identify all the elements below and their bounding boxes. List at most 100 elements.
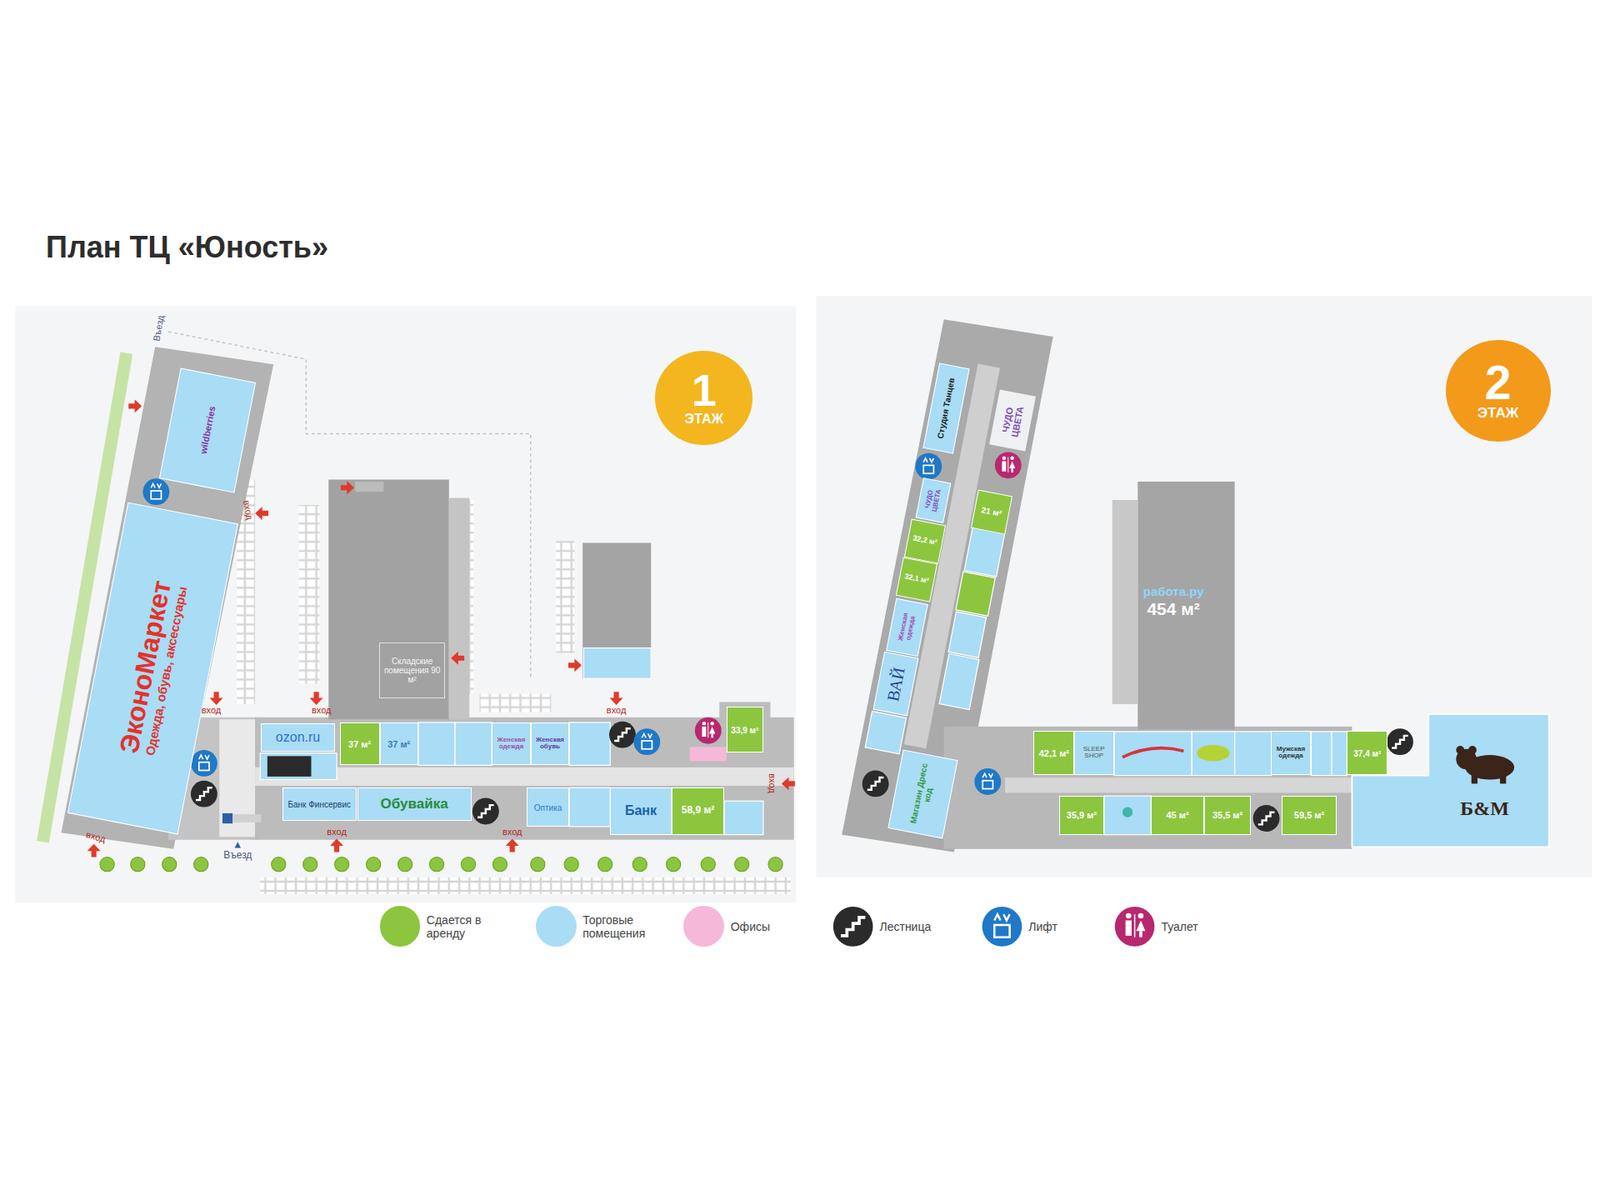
label-text: Б&М (1435, 797, 1533, 820)
label-text: 33,9 м² (729, 725, 761, 735)
label-text: ЧУДО ЦВЕТА (997, 393, 1027, 448)
label-text: 45 м² (1153, 810, 1202, 820)
store-box: Оптика (526, 787, 569, 827)
label-text: работа.ру (1129, 585, 1219, 600)
text-group: 2ЭТАЖ (1448, 360, 1549, 422)
legend-swatch (380, 905, 421, 947)
vacant-unit: 58,9 м² (671, 787, 725, 835)
entrance-label: вход (767, 774, 778, 795)
label-text: 32,2 м² (909, 534, 940, 549)
store-box: Женская одежда (491, 722, 531, 765)
text-group: wildberries (191, 376, 222, 485)
text-group: 33,9 м² (729, 725, 761, 735)
text-group: Женская одежда (895, 602, 919, 653)
legend-text: Сдается в аренду (426, 913, 487, 940)
floor-2-buildings (816, 295, 1593, 878)
text-group: ЧУДО ЦВЕТА (923, 480, 945, 520)
label-text: 37,4 м² (1349, 748, 1385, 758)
text-group: 35,5 м² (1206, 810, 1249, 820)
label-text: Студия Танцев (933, 367, 959, 450)
legend-text: Торговые помещения (582, 913, 651, 940)
text-group: Женская обувь (533, 736, 568, 752)
label-text: 58,9 м² (674, 805, 723, 817)
text-group: ЧУДО ЦВЕТА (997, 393, 1027, 448)
legend-text: Лестница (880, 920, 932, 934)
label-text: Банк (612, 804, 669, 820)
vacant-unit: 37,4 м² (1346, 730, 1388, 775)
label-text: ozon.ru (263, 730, 332, 746)
label-text: 37 м² (381, 739, 416, 750)
text-group: 32,1 м² (900, 572, 932, 587)
label-text: Складские помещения 90 м² (381, 656, 444, 685)
vacant-unit: 35,9 м² (1059, 795, 1105, 835)
text-group: 35,9 м² (1061, 810, 1102, 820)
legend-swatch (683, 905, 725, 947)
plan-title: План ТЦ «Юность» (45, 230, 329, 265)
text-group: 1ЭТАЖ (657, 369, 750, 427)
label-text: ВАЙ (881, 655, 910, 712)
label-text: 35,5 м² (1206, 810, 1249, 820)
trees (100, 857, 783, 872)
store-box: 37 м² (380, 722, 420, 765)
entrance-label: вход (502, 826, 523, 837)
label-text: 2 (1448, 360, 1549, 406)
floor-badge: 1ЭТАЖ (655, 350, 753, 445)
text-group: Женская одежда (494, 736, 529, 752)
text-group: Обувайка (360, 796, 470, 813)
entrance-label: вход (201, 705, 222, 715)
vacant-unit: 45 м² (1150, 795, 1205, 835)
text-group: 37 м² (342, 739, 378, 750)
label-text: SLEEP SHOP (1076, 745, 1112, 761)
text-group: 59,5 м² (1284, 810, 1335, 820)
text-group: 37,4 м² (1349, 748, 1385, 758)
text-group: Оптика (529, 802, 566, 812)
vacant-unit: 32,2 м² (904, 518, 946, 564)
text-group: Банк Финсервис (285, 799, 355, 809)
store-box: Банк (610, 787, 671, 835)
label-text: 1 (657, 369, 750, 412)
text-group: Мужская одежда (1273, 745, 1309, 761)
text-group: ozon.ru (263, 730, 332, 746)
label-text: Банк Финсервис (285, 799, 355, 809)
vacant-unit: 59,5 м² (1281, 795, 1337, 835)
text-group: SLEEP SHOP (1076, 745, 1112, 761)
entrance-label: вход (311, 705, 332, 715)
label-text: Оптика (529, 802, 566, 812)
label-text: Обувайка (360, 796, 470, 813)
label-text: Мужская одежда (1273, 745, 1309, 761)
store-box: Мужская одежда (1270, 730, 1311, 775)
text-group: 21 м² (976, 505, 1008, 520)
vacant-unit: 35,5 м² (1204, 795, 1251, 835)
text-group: Складские помещения 90 м² (381, 656, 444, 685)
sub-text: ЭТАЖ (657, 411, 750, 427)
label-text: 35,9 м² (1061, 810, 1102, 820)
sub-text: 454 м² (1129, 599, 1219, 619)
text-group: 37 м² (381, 739, 416, 750)
legend-text: Офисы (730, 920, 770, 934)
text-group: Банк (612, 804, 669, 820)
label-text: wildberries (191, 376, 222, 485)
entrance-label: вход (606, 705, 627, 715)
text-group: Б&М (1435, 797, 1533, 820)
office-block: работа.ру454 м² (1126, 571, 1221, 633)
entrance-label: Въезд (223, 850, 252, 862)
store-box: Женская обувь (530, 722, 570, 765)
label-text: Женская одежда (895, 602, 919, 653)
legend-swatch (535, 905, 577, 947)
text-group: Магазин Дресс код (907, 755, 940, 833)
label-text: Женская обувь (533, 736, 568, 752)
label-text: 37 м² (342, 739, 378, 750)
text-group: ВАЙ (881, 655, 910, 712)
label-text: Женская одежда (494, 736, 529, 752)
floor-badge: 2ЭТАЖ (1445, 340, 1551, 442)
text-group: 42,1 м² (1035, 748, 1072, 759)
text-group: работа.ру454 м² (1129, 585, 1219, 620)
label-text: 42,1 м² (1035, 748, 1072, 759)
legend-text: Туалет (1160, 920, 1198, 934)
legend-icons (833, 906, 1155, 947)
text-group: 45 м² (1153, 810, 1202, 820)
vacant-unit: 33,9 м² (726, 706, 764, 753)
label-text: ЧУДО ЦВЕТА (923, 480, 945, 520)
